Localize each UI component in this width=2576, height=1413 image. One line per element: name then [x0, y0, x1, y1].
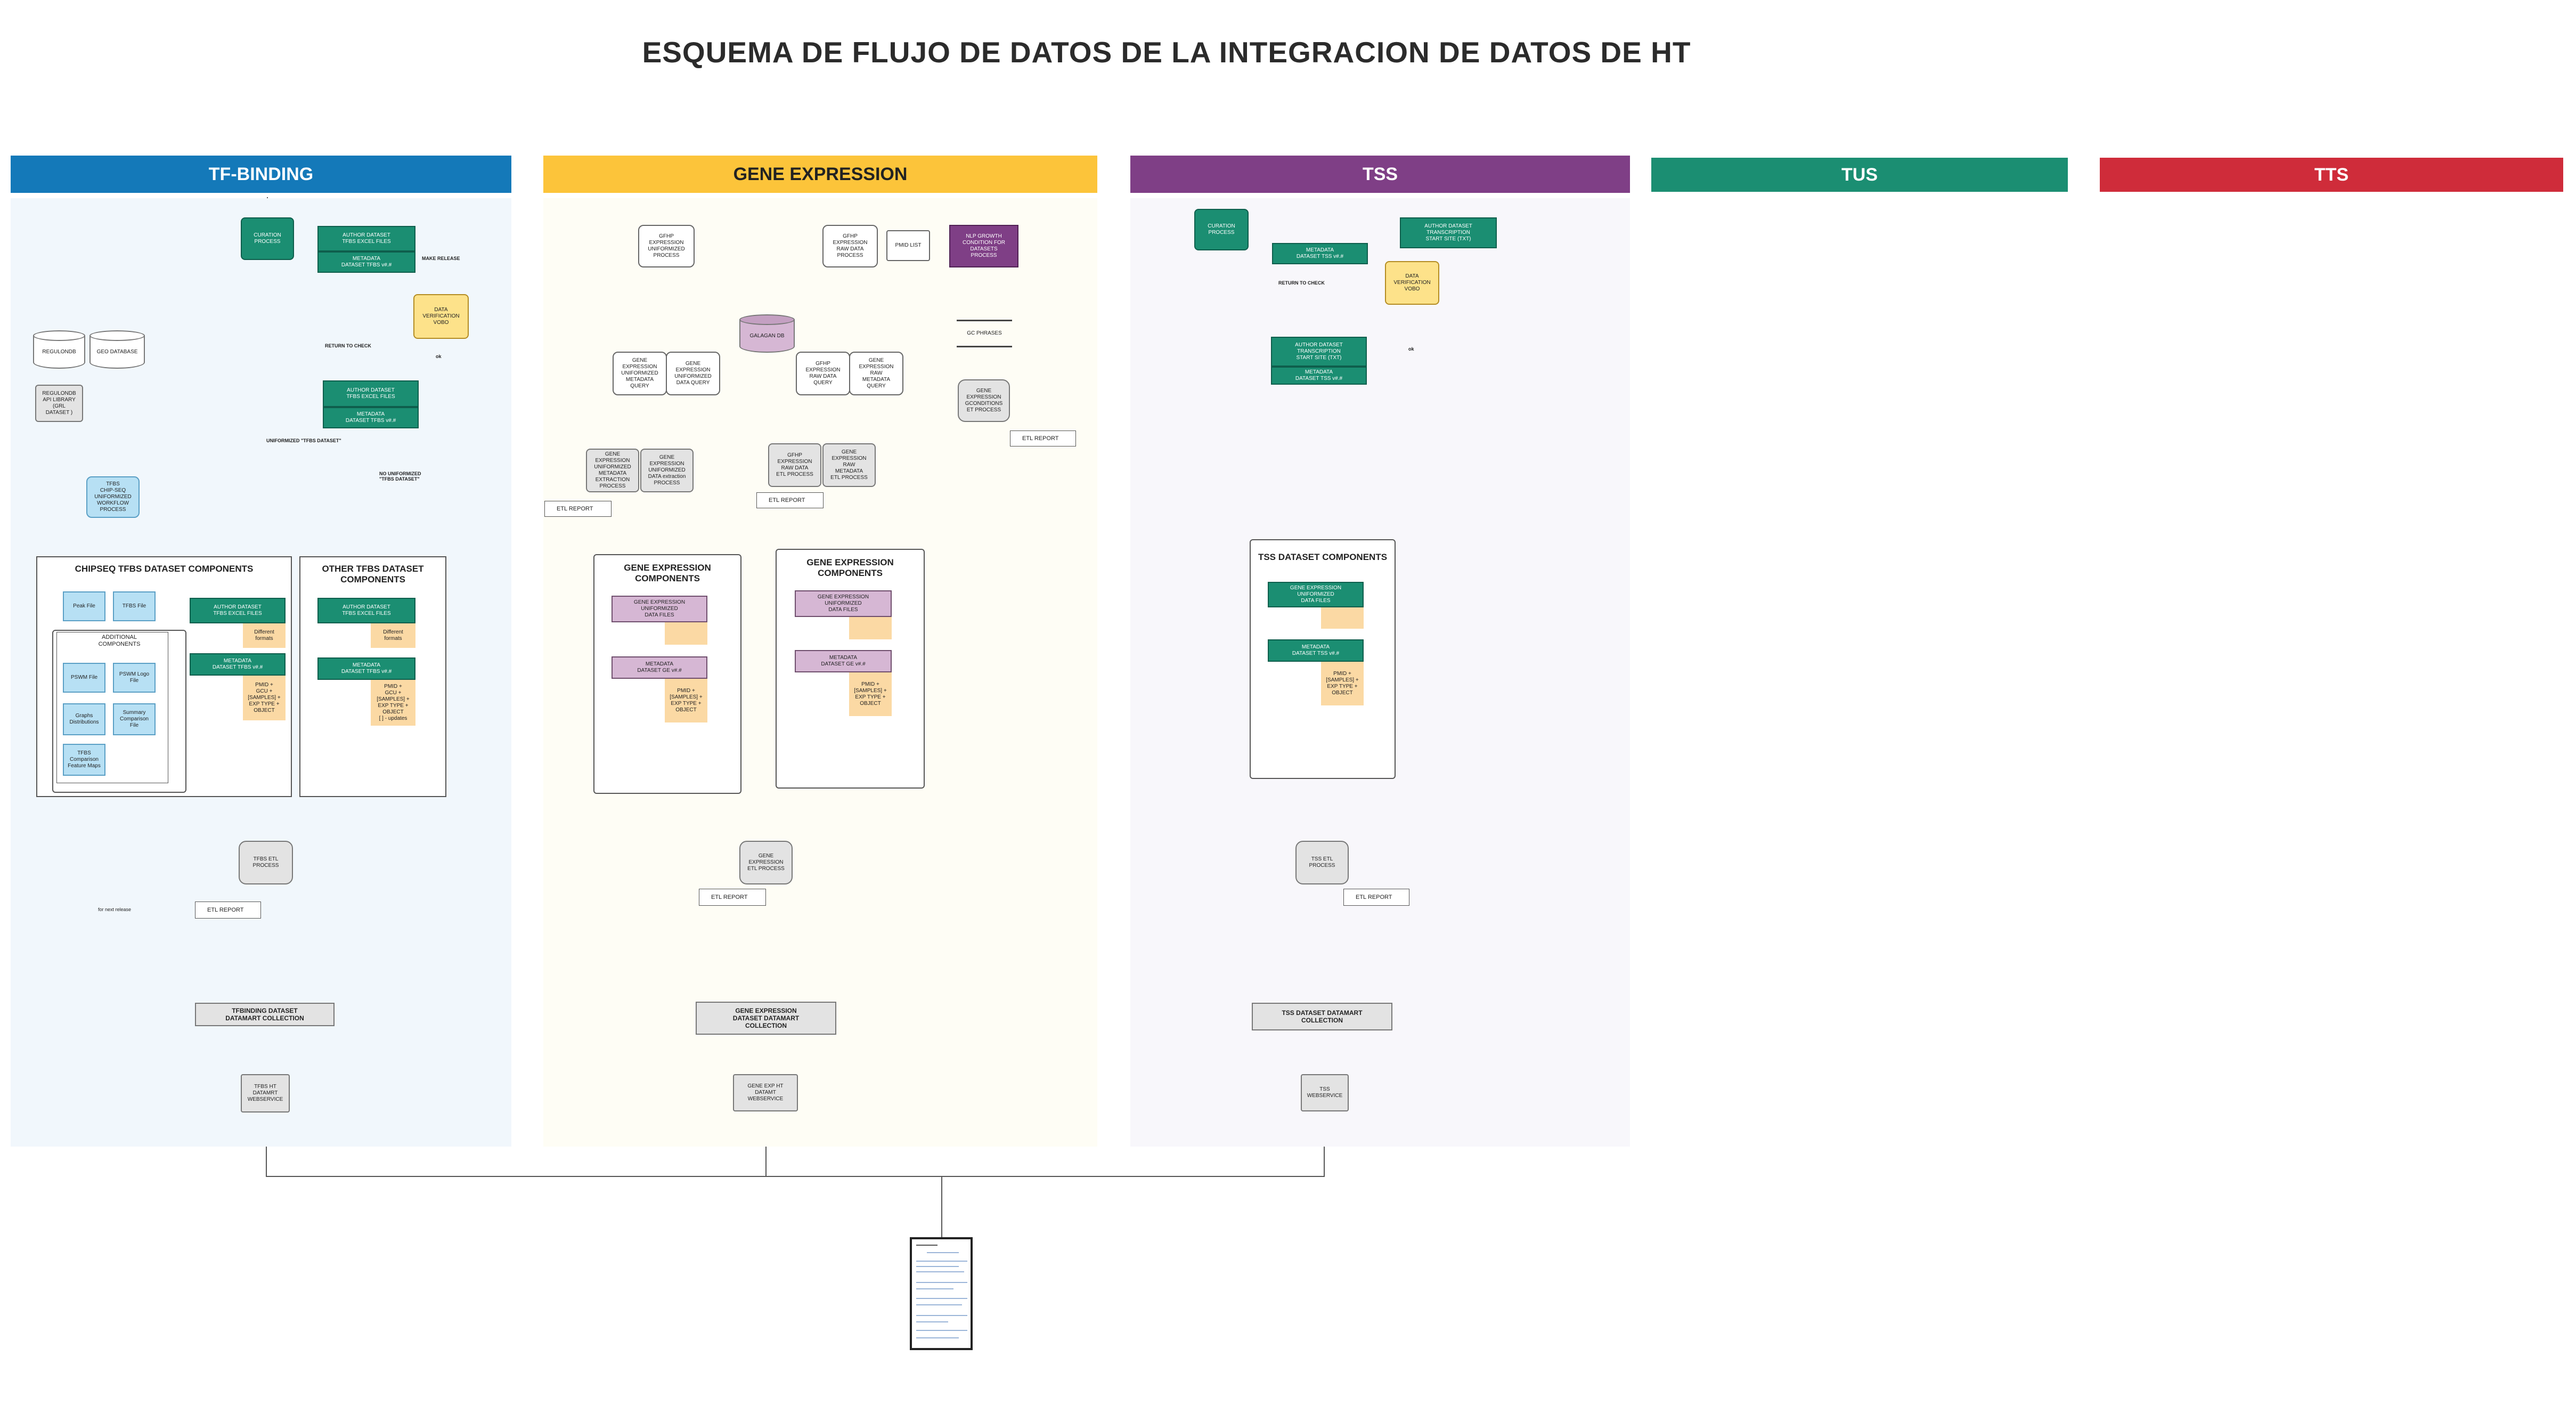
geo-database[interactable]: GEO DATABASE [89, 330, 145, 369]
pmid-list[interactable]: PMID LIST [886, 230, 930, 261]
other-different-formats: Different formats [371, 623, 415, 648]
tss-return-check-label: RETURN TO CHECK [1278, 280, 1325, 286]
chip-pmid-fields: PMID + GCU + [SAMPLES] + EXP TYPE + OBJE… [243, 676, 286, 720]
tfb-metadata-top[interactable]: METADATA DATASET TFBS v#.# [317, 251, 415, 273]
ge-gconditions-process[interactable]: GENE EXPRESSION GCONDITIONS ET PROCESS [958, 379, 1010, 422]
tfb-author-excel[interactable]: AUTHOR DATASET TFBS EXCEL FILES [317, 226, 415, 251]
other-tfbs-group-title: OTHER TFBS DATASET COMPONENTS [322, 564, 424, 584]
tss-unif-data-files-note [1321, 607, 1364, 629]
gfhp-raw-data-query[interactable]: GFHP EXPRESSION RAW DATA QUERY [796, 352, 850, 395]
ge-data-extraction[interactable]: GENE EXPRESSION UNIFORMIZED DATA extract… [640, 449, 694, 492]
tss-ok-label: ok [1408, 346, 1414, 352]
tfbs-file[interactable]: TFBS File [113, 591, 156, 621]
tfb-ok-label: ok [436, 354, 442, 359]
ge-raw-metadata-etl[interactable]: GENE EXPRESSION RAW METADATA ETL PROCESS [822, 443, 876, 487]
tfbs-for-next-release: for next release [98, 907, 132, 912]
geo-database-label: GEO DATABASE [89, 336, 145, 369]
ge-group-1-title: GENE EXPRESSION COMPONENTS [624, 563, 711, 583]
galagan-label: GALAGAN DB [739, 320, 795, 353]
tss-unif-data-files[interactable]: GENE EXPRESSION UNIFORMIZED DATA FILES [1268, 582, 1364, 607]
ge-metadata-extraction[interactable]: GENE EXPRESSION UNIFORMIZED METADATA EXT… [586, 449, 639, 492]
header-tss[interactable]: TSS [1130, 156, 1630, 193]
tfb-no-uniformized-label: NO UNIFORMIZED "TFBS DATASET" [379, 471, 421, 482]
chip-metadata[interactable]: METADATA DATASET TFBS v#.# [190, 653, 286, 676]
ge-unif-data-files-2-note [849, 617, 892, 639]
header-tus[interactable]: TUS [1651, 158, 2068, 192]
tss-webservice[interactable]: TSS WEBSERVICE [1301, 1074, 1349, 1111]
gfhp-raw-process[interactable]: GFHP EXPRESSION RAW DATA PROCESS [822, 225, 878, 267]
ge-metadata-1[interactable]: METADATA DATASET GE v#.# [612, 656, 707, 679]
regulondb-api-library[interactable]: REGULONDB API LIBRARY (GRL DATASET ) [35, 385, 83, 422]
peak-file[interactable]: Peak File [63, 591, 105, 621]
gc-phrases[interactable]: GC PHRASES [957, 320, 1012, 347]
tss-pmid-fields: PMID + [SAMPLES] + EXP TYPE + OBJECT [1321, 662, 1364, 705]
tfb-metadata-2[interactable]: METADATA DATASET TFBS v#.# [323, 407, 419, 428]
header-tf-binding[interactable]: TF-BINDING [11, 156, 511, 193]
pswm-logo-file[interactable]: PSWM Logo File [113, 663, 156, 693]
ge-unif-data-files-1[interactable]: GENE EXPRESSION UNIFORMIZED DATA FILES [612, 596, 707, 622]
ge-etl-process[interactable]: GENE EXPRESSION ETL PROCESS [739, 841, 793, 884]
ge-pmid-fields-2: PMID + [SAMPLES] + EXP TYPE + OBJECT [849, 672, 892, 716]
tfbs-comparison-maps[interactable]: TFBS Comparison Feature Maps [63, 744, 105, 776]
tfb-author-excel-2[interactable]: AUTHOR DATASET TFBS EXCEL FILES [323, 380, 419, 407]
tfbs-datamart-webservice[interactable]: TFBS HT DATAMRT WEBSERVICE [241, 1074, 290, 1112]
tfbs-chipseq-workflow[interactable]: TFBS CHIP-SEQ UNIFORMIZED WORKFLOW PROCE… [86, 476, 140, 518]
tss-metadata-2[interactable]: METADATA DATASET TSS v#.# [1271, 367, 1367, 385]
regulondb-database[interactable]: REGULONDB [33, 330, 85, 369]
tfb-curation-process[interactable]: CURATION PROCESS [241, 217, 294, 260]
nlp-growth-condition-process[interactable]: NLP GROWTH CONDITION FOR DATASETS PROCES… [949, 225, 1018, 267]
additional-components-title: ADDITIONAL COMPONENTS [98, 634, 141, 647]
tfb-release-label: MAKE RELEASE [422, 256, 460, 261]
document-thumbnail[interactable] [910, 1237, 973, 1350]
tfbs-etl-process[interactable]: TFBS ETL PROCESS [239, 841, 293, 884]
tss-metadata[interactable]: METADATA DATASET TSS v#.# [1272, 243, 1368, 264]
ge-unif-data-files-2[interactable]: GENE EXPRESSION UNIFORMIZED DATA FILES [795, 590, 892, 617]
ge-metadata-2[interactable]: METADATA DATASET GE v#.# [795, 650, 892, 672]
tss-author-dataset-2[interactable]: AUTHOR DATASET TRANSCRIPTION START SITE … [1271, 337, 1367, 367]
ge-raw-metadata-query[interactable]: GENE EXPRESSION RAW METADATA QUERY [849, 352, 903, 395]
galagan-database[interactable]: GALAGAN DB [739, 314, 795, 353]
ge-group-2-title: GENE EXPRESSION COMPONENTS [806, 557, 894, 578]
ge-datamart-collection[interactable]: GENE EXPRESSION DATASET DATAMART COLLECT… [696, 1002, 836, 1035]
tss-curation-process[interactable]: CURATION PROCESS [1194, 209, 1249, 250]
additional-components-inner [56, 632, 168, 783]
other-metadata[interactable]: METADATA DATASET TFBS v#.# [317, 657, 415, 680]
tss-metadata-3[interactable]: METADATA DATASET TSS v#.# [1268, 639, 1364, 662]
ge-etl-report-left[interactable]: ETL REPORT [544, 501, 612, 517]
tfb-uniformized-label: UNIFORMIZED "TFBS DATASET" [266, 438, 341, 443]
other-author-excel[interactable]: AUTHOR DATASET TFBS EXCEL FILES [317, 598, 415, 623]
header-gene-expression[interactable]: GENE EXPRESSION [543, 156, 1097, 193]
chip-different-formats: Different formats [243, 623, 286, 648]
ge-gc-etl-report[interactable]: ETL REPORT [1010, 431, 1076, 446]
tss-data-verification[interactable]: DATA VERIFICATION VOBO [1385, 261, 1439, 305]
tfbs-etl-report[interactable]: ETL REPORT [195, 902, 261, 919]
summary-comparison-file[interactable]: Summary Comparison File [113, 703, 156, 735]
ge-datamart-webservice[interactable]: GENE EXP HT DATAMT WEBSERVICE [733, 1074, 798, 1111]
tss-etl-report[interactable]: ETL REPORT [1343, 889, 1409, 906]
ge-uniformized-data-query[interactable]: GENE EXPRESSION UNIFORMIZED DATA QUERY [666, 352, 720, 395]
tss-author-dataset[interactable]: AUTHOR DATASET TRANSCRIPTION START SITE … [1400, 217, 1497, 248]
graphs-distributions[interactable]: Graphs Distributions [63, 703, 105, 735]
chipseq-group-title: CHIPSEQ TFBS DATASET COMPONENTS [75, 564, 254, 574]
other-pmid-fields: PMID + GCU + [SAMPLES] + EXP TYPE + OBJE… [371, 680, 415, 726]
tfb-data-verification[interactable]: DATA VERIFICATION VOBO [413, 294, 469, 339]
tfb-return-check-label: RETURN TO CHECK [325, 343, 371, 348]
tss-group-title: TSS DATASET COMPONENTS [1258, 552, 1388, 562]
page-title: ESQUEMA DE FLUJO DE DATOS DE LA INTEGRAC… [642, 36, 1691, 69]
tss-datamart-collection[interactable]: TSS DATASET DATAMART COLLECTION [1252, 1003, 1392, 1030]
ge-etl-report-right[interactable]: ETL REPORT [756, 492, 824, 508]
ge-pmid-fields-1: PMID + [SAMPLES] + EXP TYPE + OBJECT [665, 679, 707, 722]
gfhp-uniformized-process[interactable]: GFHP EXPRESSION UNIFORMIZED PROCESS [638, 225, 695, 267]
tss-etl-process[interactable]: TSS ETL PROCESS [1295, 841, 1349, 884]
regulondb-label: REGULONDB [33, 336, 85, 369]
ge-unif-data-files-1-note [665, 622, 707, 645]
ge-etl-report[interactable]: ETL REPORT [699, 889, 766, 906]
chip-author-excel[interactable]: AUTHOR DATASET TFBS EXCEL FILES [190, 598, 286, 623]
pswm-file[interactable]: PSWM File [63, 663, 105, 693]
tfbinding-datamart-collection[interactable]: TFBINDING DATASET DATAMART COLLECTION [195, 1003, 335, 1026]
ge-uniformized-metadata-query[interactable]: GENE EXPRESSION UNIFORMIZED METADATA QUE… [613, 352, 667, 395]
gfhp-raw-etl[interactable]: GFHP EXPRESSION RAW DATA ETL PROCESS [768, 443, 821, 487]
header-tts[interactable]: TTS [2100, 158, 2563, 192]
